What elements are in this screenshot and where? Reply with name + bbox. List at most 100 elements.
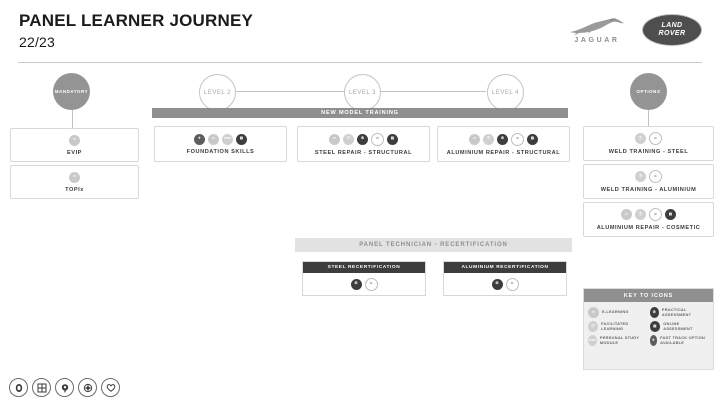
e-learning-icon: ▭ [69,134,80,146]
practical-assessment-icon: ✇ [649,307,659,318]
facilitated-learning-icon: ⓕ [343,133,354,145]
online-assessment-icon: ▤ [236,133,247,145]
card-aluminium-repair-cosmetic[interactable]: ▭ ⓕ ⚖ ▤ ALUMINIUM REPAIR - COSMETIC [583,202,714,237]
level-node-4[interactable]: LEVEL 4 [487,74,524,111]
practical-outline-icon: ⚖ [649,132,662,145]
practical-outline-icon: ⚖ [364,277,378,291]
personal-study-module-icon: PSM [588,335,597,346]
e-learning-icon: ▭ [469,133,480,145]
mandatory-stem [72,105,73,128]
compass-icon[interactable] [78,378,97,397]
card-foundation-skills-icons: ✈ ▭ PSM ▤ [194,133,247,145]
fingerprint-icon[interactable] [9,378,28,397]
card-evip-icons: ▭ [69,134,80,146]
card-foundation-skills[interactable]: ✈ ▭ PSM ▤ FOUNDATION SKILLS [154,126,287,162]
jaguar-logo: JAGUAR [566,16,628,44]
facilitated-learning-icon: ⓕ [635,171,646,182]
card-evip-label: EVIP [67,149,82,156]
card-aluminium-recertification-label: ALUMINIUM RECERTIFICATION [444,262,566,273]
card-aluminium-repair-cosmetic-icons: ▭ ⓕ ⚖ ▤ [621,208,676,221]
card-topix-icons: ▭ [69,171,80,183]
header-divider [18,62,702,63]
key-item-personal-study-module: PSM PERSONAL STUDY MODULE [588,335,648,346]
key-item-label: PRACTICAL ASSESSMENT [661,306,692,317]
card-weld-training-steel-label: WELD TRAINING - STEEL [608,149,689,155]
band-panel-recertification: PANEL TECHNICIAN - RECERTIFICATION [295,238,572,252]
practical-outline-icon: ⚖ [649,170,662,183]
card-aluminium-recertification-icons: ✇ ⚖ [444,273,566,295]
card-aluminium-repair-cosmetic-label: ALUMINIUM REPAIR - COSMETIC [596,225,701,231]
card-steel-recertification-label: STEEL RECERTIFICATION [303,262,425,273]
card-aluminium-repair-structural-icons: ▭ ⓕ ✇ ⚖ ▤ [469,132,538,146]
e-learning-icon: ▭ [621,209,632,220]
land-rover-line2: ROVER [658,30,686,37]
key-item-online-assessment: ▤ ONLINE ASSESSMENT [649,320,710,332]
options-stem [648,105,649,126]
land-rover-wordmark: LAND ROVER [659,22,686,38]
brand-pillar-icons [9,378,120,397]
online-assessment-icon: ▤ [665,209,676,220]
card-aluminium-recertification[interactable]: ALUMINIUM RECERTIFICATION ✇ ⚖ [443,261,567,296]
jaguar-wordmark: JAGUAR [574,37,620,44]
card-aluminium-repair-structural-label: ALUMINIUM REPAIR - STRUCTURAL [446,149,561,156]
key-item-label: PERSONAL STUDY MODULE [599,334,640,345]
tree-icon[interactable] [55,378,74,397]
fast-track-icon: ✈ [194,133,205,145]
card-aluminium-repair-structural[interactable]: ▭ ⓕ ✇ ⚖ ▤ ALUMINIUM REPAIR - STRUCTURAL [437,126,570,162]
heart-icon[interactable] [101,378,120,397]
key-item-fast-track: ✈ FAST TRACK OPTION AVAILABLE [649,334,710,346]
card-weld-training-steel-icons: ⓕ ⚖ [635,132,662,145]
fast-track-icon: ✈ [649,335,658,346]
card-weld-training-steel[interactable]: ⓕ ⚖ WELD TRAINING - STEEL [583,126,714,161]
mandatory-node[interactable]: MANDATORY [53,73,90,110]
card-steel-repair-structural-icons: ▭ ⓕ ✇ ⚖ ▤ [329,132,398,146]
jaguar-leaper-icon [570,18,624,35]
card-topix[interactable]: ▭ TOPIx [10,165,139,199]
online-assessment-icon: ▤ [387,133,398,145]
page-subtitle: 22/23 [19,34,56,50]
key-item-label: E-LEARNING [602,309,629,315]
online-assessment-icon: ▤ [527,133,538,145]
level-connector-2-3 [236,91,346,92]
facilitated-learning-icon: ⓕ [635,209,646,220]
card-foundation-skills-label: FOUNDATION SKILLS [186,148,255,155]
practical-assessment-icon: ✇ [491,278,503,290]
land-rover-line1: LAND [661,22,683,29]
card-steel-repair-structural[interactable]: ▭ ⓕ ✇ ⚖ ▤ STEEL REPAIR - STRUCTURAL [297,126,430,162]
e-learning-icon: ▭ [208,133,219,145]
key-item-e-learning: ▭ E-LEARNING [588,307,648,318]
practical-outline-icon: ⚖ [649,208,662,221]
key-item-practical-assessment: ✇ PRACTICAL ASSESSMENT [649,306,710,318]
level-connector-3-4 [380,91,486,92]
card-weld-training-aluminium[interactable]: ⓕ ⚖ WELD TRAINING - ALUMINIUM [583,164,714,199]
card-steel-recertification-icons: ✇ ⚖ [303,273,425,295]
practical-outline-icon: ⚖ [505,277,519,291]
grid-icon[interactable] [32,378,51,397]
practical-assessment-icon: ✇ [350,278,362,290]
level-node-3[interactable]: LEVEL 3 [344,74,381,111]
facilitated-learning-icon: ⓕ [588,321,598,332]
practical-assessment-icon: ✇ [497,133,508,145]
facilitated-learning-icon: ⓕ [635,133,646,144]
key-item-label: FACILITATED LEARNING [601,320,629,331]
practical-outline-icon: ⚖ [371,132,384,146]
e-learning-icon: ▭ [588,307,599,318]
card-weld-training-aluminium-label: WELD TRAINING - ALUMINIUM [600,187,697,193]
personal-study-module-icon: PSM [222,133,233,145]
practical-outline-icon: ⚖ [511,132,524,146]
facilitated-learning-icon: ⓕ [483,133,494,145]
brand-logos: JAGUAR LAND ROVER [566,8,702,52]
key-item-label: FAST TRACK OPTION AVAILABLE [660,334,706,345]
e-learning-icon: ▭ [69,171,80,183]
key-item-label: ONLINE ASSESSMENT [663,320,693,331]
card-steel-repair-structural-label: STEEL REPAIR - STRUCTURAL [314,149,413,156]
e-learning-icon: ▭ [329,133,340,145]
card-steel-recertification[interactable]: STEEL RECERTIFICATION ✇ ⚖ [302,261,426,296]
card-evip[interactable]: ▭ EVIP [10,128,139,162]
key-to-icons-grid: ▭ E-LEARNING ✇ PRACTICAL ASSESSMENT ⓕ FA… [584,302,713,351]
page-title: PANEL LEARNER JOURNEY [19,11,254,30]
card-weld-training-aluminium-icons: ⓕ ⚖ [635,170,662,183]
key-to-icons-panel: KEY TO ICONS ▭ E-LEARNING ✇ PRACTICAL AS… [583,288,714,370]
level-node-2[interactable]: LEVEL 2 [199,74,236,111]
options-node[interactable]: OPTIONS [630,73,667,110]
